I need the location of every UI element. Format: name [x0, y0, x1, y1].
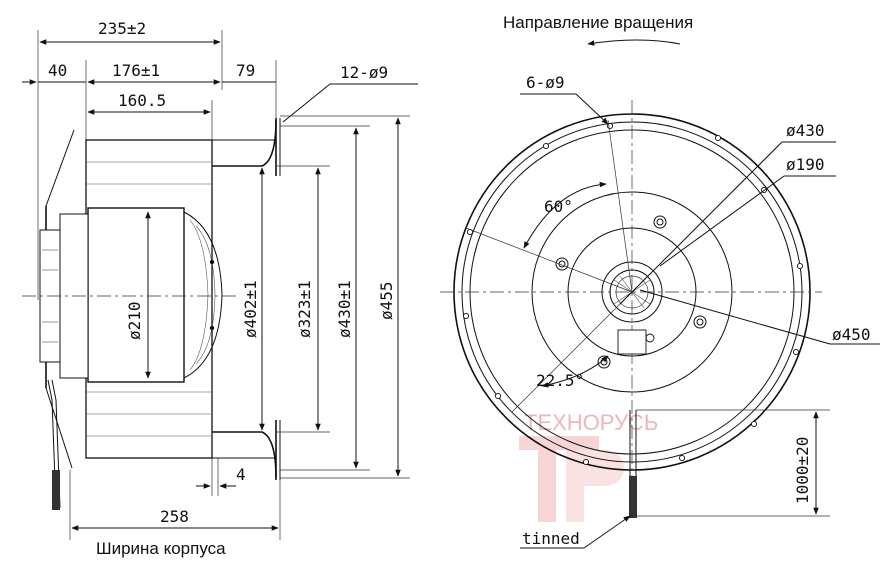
watermark-text: ТЕХНОРУСЬ [524, 410, 658, 435]
dim-d323: ø323±1 [295, 280, 314, 338]
dim-angle-22: 22.5° [536, 371, 584, 390]
dim-bottom-width: 258 [160, 507, 189, 526]
dim-overall-width: 235±2 [98, 19, 146, 38]
dim-offset-left: 40 [48, 61, 67, 80]
dim-d190: ø190 [786, 155, 825, 174]
dim-d455: ø455 [377, 281, 396, 320]
dim-offset-right: 79 [236, 61, 255, 80]
dim-inlet-width: 176±1 [112, 61, 160, 80]
dim-d450: ø450 [832, 325, 871, 344]
dim-d402: ø402±1 [241, 280, 260, 338]
dim-tinned: tinned [522, 529, 580, 548]
dim-cable-length: 1000±20 [793, 437, 812, 504]
dim-d430: ø430±1 [335, 280, 354, 338]
side-view: 235±2 40 176±1 79 160.5 12-ø9 [22, 19, 418, 558]
dim-angle-60: 60° [544, 197, 573, 216]
front-view: Направление вращения [440, 13, 880, 549]
watermark-logo [519, 436, 624, 522]
dim-d430-front: ø430 [786, 121, 825, 140]
rotation-arrow-icon [587, 39, 681, 46]
side-caption: Ширина корпуса [96, 539, 226, 558]
dim-hole-spec-side: 12-ø9 [340, 63, 388, 82]
dim-hole-spec-front: 6-ø9 [526, 73, 565, 92]
dim-motor-dia: ø210 [125, 301, 144, 340]
rotation-label: Направление вращения [503, 13, 693, 32]
dim-step: 4 [236, 465, 246, 484]
dim-blade-width: 160.5 [118, 91, 166, 110]
